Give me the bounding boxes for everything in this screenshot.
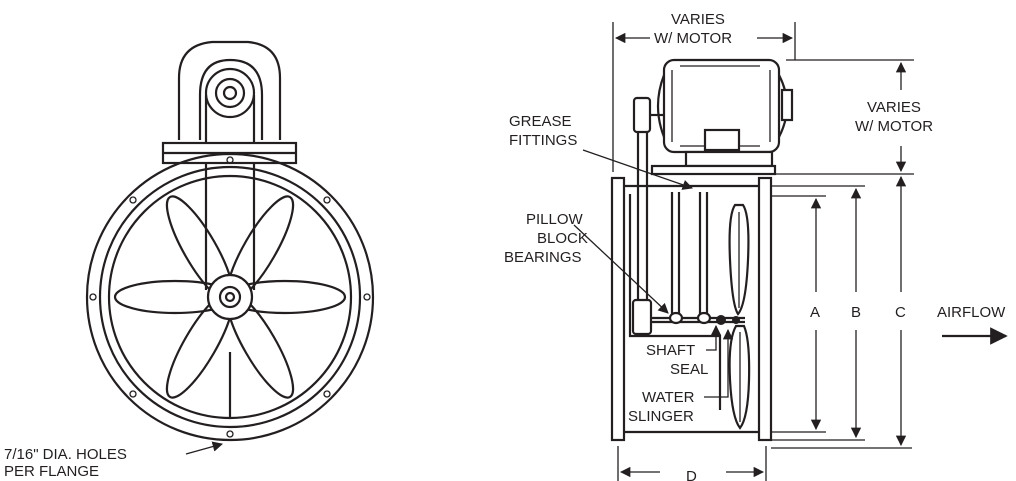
side-propeller: [728, 203, 751, 430]
shaft-label-line1: SHAFT: [646, 342, 695, 359]
pillow-label-line2: BLOCK: [537, 230, 588, 247]
grease-label-line1: GREASE: [509, 113, 572, 130]
water-leader: [704, 328, 734, 398]
side-view: VARIES W/ MOTOR VARIES W/ MOTOR A B C AI…: [504, 11, 1008, 481]
water-label-line1: WATER: [642, 389, 695, 406]
varies-right-line2: W/ MOTOR: [855, 118, 933, 135]
holes-label-line1: 7/16" DIA. HOLES: [4, 446, 127, 463]
holes-leader: [185, 441, 224, 455]
flange-holes: [89, 156, 371, 438]
varies-top-line1: VARIES: [671, 11, 725, 28]
dim-b-label: B: [851, 304, 861, 321]
side-motor: [650, 58, 794, 176]
pillow-label-line1: PILLOW: [526, 211, 584, 228]
grease-label-line2: FITTINGS: [509, 132, 577, 149]
dim-d-label: D: [686, 468, 697, 481]
grease-leader: [582, 149, 693, 190]
dim-c-label: C: [895, 304, 906, 321]
holes-label-line2: PER FLANGE: [4, 463, 99, 480]
varies-top-line2: W/ MOTOR: [654, 30, 732, 47]
varies-right-line1: VARIES: [867, 99, 921, 116]
dim-a-label: A: [810, 304, 820, 321]
front-inner-ring: [98, 165, 362, 429]
water-label-line2: SLINGER: [628, 408, 694, 425]
side-shaft: [650, 192, 745, 325]
shaft-label-line2: SEAL: [670, 361, 708, 378]
front-outer-flange: [85, 152, 375, 442]
pillow-label-line3: BEARINGS: [504, 249, 582, 266]
front-view: 7/16" DIA. HOLES PER FLANGE: [4, 40, 375, 480]
side-belt: [631, 96, 664, 336]
shaft-leader: [706, 324, 722, 351]
airflow-label: AIRFLOW: [937, 304, 1006, 321]
front-hub: [206, 273, 254, 321]
side-housing: [610, 176, 773, 442]
pillow-leader: [573, 224, 669, 314]
